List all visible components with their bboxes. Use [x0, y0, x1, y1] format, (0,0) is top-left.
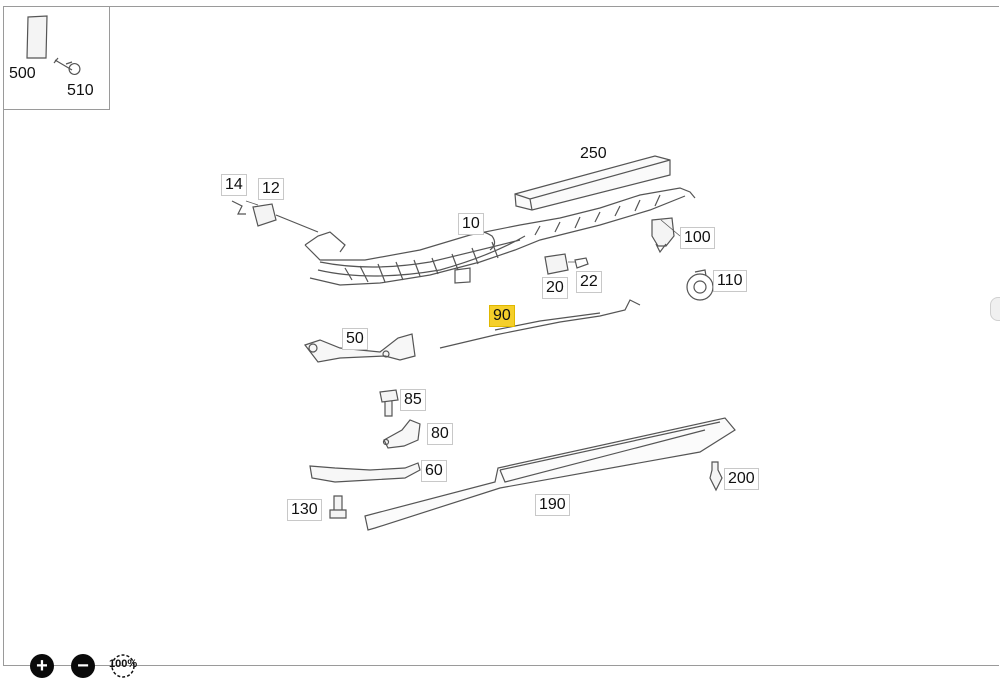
part-label-20[interactable]: 20 [542, 277, 568, 299]
zoom-in-button[interactable]: + [30, 654, 54, 678]
part-label-500[interactable]: 500 [9, 65, 36, 82]
part-90-cable [439, 299, 641, 349]
part-label-80[interactable]: 80 [427, 423, 453, 445]
part-20-clip [544, 253, 569, 275]
zoom-reset-icon [111, 654, 135, 678]
part-80-bracket [383, 419, 421, 449]
part-100-clip [651, 217, 675, 247]
part-60-bar [309, 462, 421, 483]
part-85-bolt [379, 389, 399, 417]
part-label-110[interactable]: 110 [713, 270, 747, 292]
part-12-clip [252, 203, 277, 227]
part-label-190[interactable]: 190 [535, 494, 570, 516]
zoom-reset-button[interactable]: 100% [107, 653, 139, 679]
plus-circle-icon: + [36, 655, 48, 677]
part-label-50[interactable]: 50 [342, 328, 368, 350]
part-510-screw [53, 57, 81, 75]
part-250-strip [514, 155, 671, 211]
part-label-90[interactable]: 90 [489, 305, 515, 327]
part-label-10[interactable]: 10 [458, 213, 484, 235]
part-label-200[interactable]: 200 [724, 468, 759, 490]
part-110-ring [686, 273, 714, 301]
part-label-12[interactable]: 12 [258, 178, 284, 200]
zoom-out-button[interactable]: − [71, 654, 95, 678]
part-label-510[interactable]: 510 [67, 82, 94, 99]
part-label-85[interactable]: 85 [400, 389, 426, 411]
side-panel-handle[interactable] [990, 297, 1000, 321]
part-130-bolt [329, 495, 347, 519]
part-14-clip [231, 200, 246, 215]
part-500-card [26, 15, 48, 59]
part-label-250[interactable]: 250 [580, 145, 607, 162]
part-label-130[interactable]: 130 [287, 499, 322, 521]
part-10-harness [304, 187, 696, 261]
part-50-arm [304, 333, 416, 363]
part-22-pin [574, 257, 589, 269]
minus-circle-icon: − [77, 655, 89, 677]
zoom-reset-label: 100% [109, 658, 138, 670]
inset-box [3, 6, 110, 110]
part-200-pin [709, 461, 723, 492]
part-label-60[interactable]: 60 [421, 460, 447, 482]
part-label-14[interactable]: 14 [221, 174, 247, 196]
part-label-22[interactable]: 22 [576, 271, 602, 293]
diagram-frame [3, 6, 999, 666]
part-label-100[interactable]: 100 [680, 227, 715, 249]
